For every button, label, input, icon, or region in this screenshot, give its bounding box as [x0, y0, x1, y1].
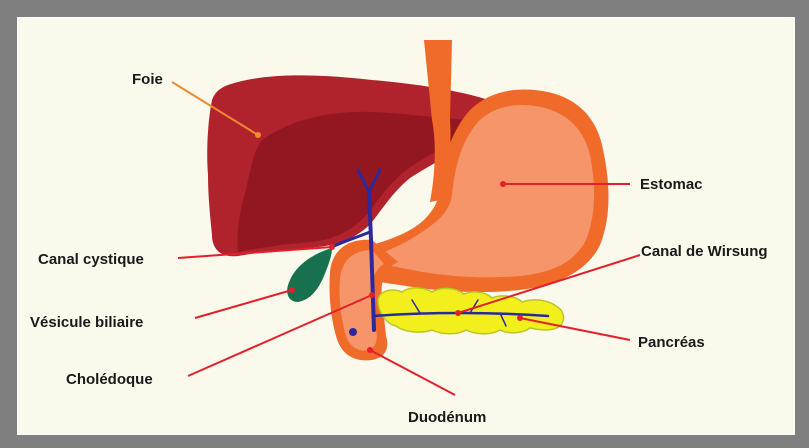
label-pancreas: Pancréas — [638, 335, 705, 350]
label-vesicule-biliaire: Vésicule biliaire — [30, 315, 143, 330]
label-duodenum: Duodénum — [408, 410, 486, 425]
label-foie: Foie — [132, 72, 163, 87]
dot-duodenum — [367, 347, 373, 353]
label-canal-cystique: Canal cystique — [38, 252, 144, 267]
dot-choledoque — [369, 292, 375, 298]
dot-vesicule — [289, 287, 295, 293]
ampulla-dot — [349, 328, 357, 336]
label-canal-de-wirsung: Canal de Wirsung — [641, 244, 768, 259]
gallbladder — [287, 248, 332, 302]
dot-wirsung — [455, 310, 461, 316]
label-choledoque: Cholédoque — [66, 372, 153, 387]
leader-vesicule — [195, 290, 292, 318]
leader-duodenum — [370, 350, 455, 395]
dot-pancreas — [517, 315, 523, 321]
dot-foie — [255, 132, 261, 138]
dot-canal-cystique — [329, 244, 335, 250]
label-estomac: Estomac — [640, 177, 703, 192]
dot-estomac — [500, 181, 506, 187]
